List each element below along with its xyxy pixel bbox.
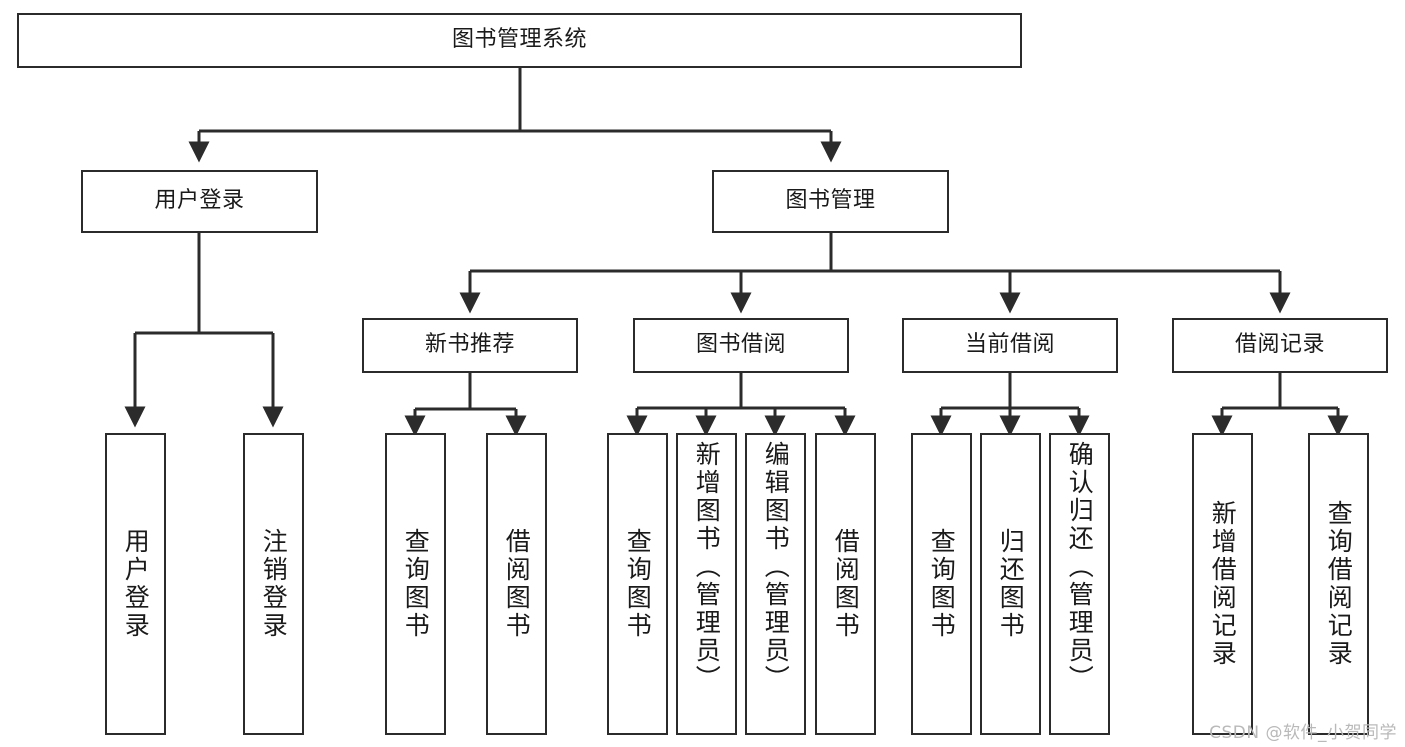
node-book-management[interactable]: 图书管理: [712, 170, 949, 233]
node-label: 查询图书: [623, 528, 653, 640]
node-label: 当前借阅: [964, 332, 1055, 358]
node-label: 归还图书: [996, 528, 1026, 640]
leaf-text-wrap: 查询图书: [913, 435, 970, 733]
node-leaf-borrow-book-nb[interactable]: 借阅图书: [486, 433, 547, 735]
leaf-text-wrap: 确认归还（管理员）: [1051, 435, 1108, 733]
node-leaf-return-book[interactable]: 归还图书: [980, 433, 1041, 735]
node-leaf-user-login[interactable]: 用户登录: [105, 433, 166, 735]
node-leaf-query-book-cb[interactable]: 查询图书: [911, 433, 972, 735]
node-leaf-logout[interactable]: 注销登录: [243, 433, 304, 735]
node-label: 新增图书（管理员）: [692, 441, 722, 693]
node-current-borrow[interactable]: 当前借阅: [902, 318, 1118, 373]
node-label: 图书管理系统: [451, 27, 587, 53]
node-label: 图书管理: [785, 188, 876, 214]
node-leaf-add-book-admin[interactable]: 新增图书（管理员）: [676, 433, 737, 735]
node-leaf-add-borrow-record[interactable]: 新增借阅记录: [1192, 433, 1253, 735]
leaf-text-wrap: 用户登录: [107, 435, 164, 733]
leaf-text-wrap: 归还图书: [982, 435, 1039, 733]
watermark-text: CSDN @软件_小贺同学: [1209, 723, 1397, 743]
node-label: 用户登录: [121, 528, 151, 640]
node-user-login[interactable]: 用户登录: [81, 170, 318, 233]
leaf-text-wrap: 查询借阅记录: [1310, 435, 1367, 733]
node-label: 查询借阅记录: [1324, 500, 1354, 668]
node-leaf-borrow-book-bb[interactable]: 借阅图书: [815, 433, 876, 735]
node-label: 借阅图书: [502, 528, 532, 640]
leaf-text-wrap: 借阅图书: [488, 435, 545, 733]
node-label: 图书借阅: [695, 332, 786, 358]
node-label: 确认归还（管理员）: [1065, 441, 1095, 693]
node-leaf-edit-book-admin[interactable]: 编辑图书（管理员）: [745, 433, 806, 735]
leaf-text-wrap: 新增图书（管理员）: [678, 435, 735, 733]
node-label: 新书推荐: [424, 332, 515, 358]
leaf-text-wrap: 借阅图书: [817, 435, 874, 733]
leaf-text-wrap: 查询图书: [387, 435, 444, 733]
node-label: 注销登录: [259, 528, 289, 640]
node-borrow-record[interactable]: 借阅记录: [1172, 318, 1388, 373]
node-label: 用户登录: [154, 188, 245, 214]
node-leaf-confirm-return-admin[interactable]: 确认归还（管理员）: [1049, 433, 1110, 735]
node-new-book-recommendation[interactable]: 新书推荐: [362, 318, 578, 373]
leaf-text-wrap: 新增借阅记录: [1194, 435, 1251, 733]
node-book-borrow[interactable]: 图书借阅: [633, 318, 849, 373]
leaf-text-wrap: 注销登录: [245, 435, 302, 733]
node-label: 查询图书: [927, 528, 957, 640]
node-root-book-management-system[interactable]: 图书管理系统: [17, 13, 1022, 68]
node-label: 新增借阅记录: [1208, 500, 1238, 668]
node-label: 借阅图书: [831, 528, 861, 640]
node-leaf-query-book-bb[interactable]: 查询图书: [607, 433, 668, 735]
node-leaf-query-borrow-record[interactable]: 查询借阅记录: [1308, 433, 1369, 735]
node-label: 编辑图书（管理员）: [761, 441, 791, 693]
node-leaf-query-book-nb[interactable]: 查询图书: [385, 433, 446, 735]
node-label: 借阅记录: [1234, 332, 1325, 358]
leaf-text-wrap: 查询图书: [609, 435, 666, 733]
node-label: 查询图书: [401, 528, 431, 640]
leaf-text-wrap: 编辑图书（管理员）: [747, 435, 804, 733]
